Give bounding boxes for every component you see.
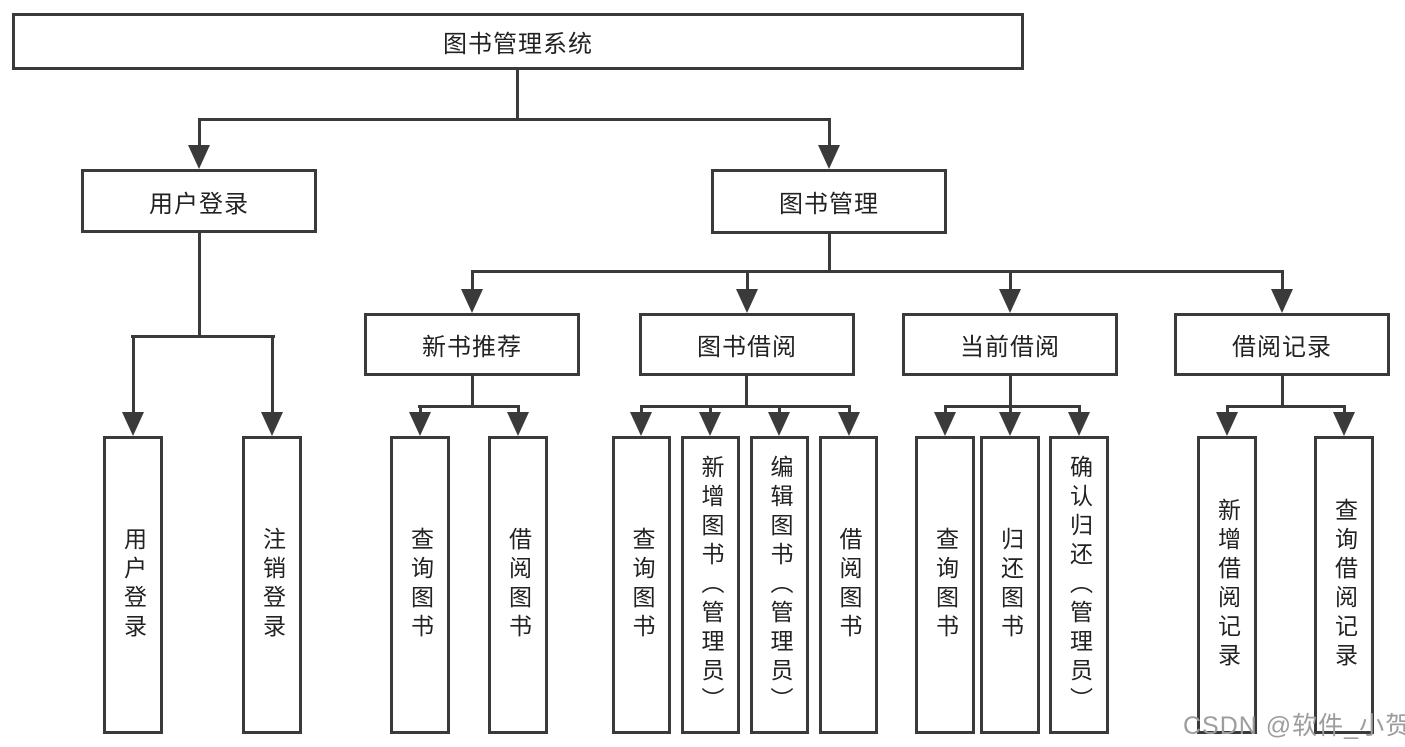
leaf-return-books: 归还图书 xyxy=(980,436,1040,734)
node-user-login: 用户登录 xyxy=(81,169,317,233)
arrowhead-leaf-login-icon xyxy=(122,412,144,436)
leaf-confirm-return-admin: 确认归还（管理员） xyxy=(1049,436,1109,734)
arrowhead-b1-icon xyxy=(409,412,431,436)
arrowhead-current-borrow-icon xyxy=(999,289,1021,313)
connector-e1-drop xyxy=(1226,405,1229,415)
arrowhead-c4-icon xyxy=(838,412,860,436)
node-book-management: 图书管理 xyxy=(711,169,947,234)
arrowhead-c1-icon xyxy=(630,412,652,436)
arrowhead-d3-icon xyxy=(1068,412,1090,436)
node-new-book-recommend: 新书推荐 xyxy=(364,313,580,376)
connector-leaf-login-drop xyxy=(132,335,135,415)
connector-current-borrow-stem xyxy=(1009,374,1012,407)
node-current-borrowing: 当前借阅 xyxy=(902,313,1118,376)
arrowhead-d2-icon xyxy=(999,412,1021,436)
arrowhead-c2-icon xyxy=(699,412,721,436)
connector-book-management-drop xyxy=(828,118,831,148)
connector-book-borrow-drop xyxy=(746,270,749,292)
leaf-query-books-current: 查询图书 xyxy=(915,436,975,734)
node-borrowing-records: 借阅记录 xyxy=(1174,313,1390,376)
arrowhead-e2-icon xyxy=(1333,412,1355,436)
watermark: CSDN @软件_小贺同学 xyxy=(1183,712,1405,740)
connector-root-stem xyxy=(516,70,519,120)
arrowhead-book-management-icon xyxy=(818,145,840,169)
connector-level3-rail xyxy=(471,270,1284,273)
connector-d3-drop xyxy=(1078,405,1081,415)
arrowhead-book-borrow-icon xyxy=(736,289,758,313)
leaf-add-borrow-record: 新增借阅记录 xyxy=(1197,436,1257,734)
connector-new-book-stem xyxy=(471,374,474,407)
leaf-logout: 注销登录 xyxy=(242,436,302,734)
leaf-edit-books-admin: 编辑图书（管理员） xyxy=(750,436,809,734)
arrowhead-leaf-logout-icon xyxy=(261,412,283,436)
connector-user-login-rail xyxy=(131,335,275,338)
connector-d1-drop xyxy=(944,405,947,415)
connector-book-management-stem xyxy=(828,234,831,273)
arrowhead-d1-icon xyxy=(934,412,956,436)
connector-e2-drop xyxy=(1343,405,1346,415)
leaf-borrow-books-recommend: 借阅图书 xyxy=(488,436,548,734)
arrowhead-b2-icon xyxy=(507,412,529,436)
connector-c3-drop xyxy=(778,405,781,415)
connector-c1-drop xyxy=(640,405,643,415)
connector-current-borrow-rail xyxy=(944,405,1081,408)
node-book-borrowing: 图书借阅 xyxy=(639,313,855,376)
connector-user-login-drop xyxy=(198,118,201,148)
leaf-query-books-recommend: 查询图书 xyxy=(390,436,450,734)
connector-c2-drop xyxy=(709,405,712,415)
node-library-management-system: 图书管理系统 xyxy=(12,13,1024,70)
arrowhead-e1-icon xyxy=(1216,412,1238,436)
connector-borrow-records-rail xyxy=(1226,405,1346,408)
leaf-query-books-borrowing: 查询图书 xyxy=(612,436,671,734)
leaf-user-login: 用户登录 xyxy=(103,436,163,734)
connector-user-login-stem xyxy=(198,233,201,338)
connector-b1-drop xyxy=(419,405,422,415)
leaf-add-books-admin: 新增图书（管理员） xyxy=(681,436,740,734)
arrowhead-new-book-icon xyxy=(461,289,483,313)
connector-level2-rail xyxy=(198,118,831,121)
arrowhead-user-login-icon xyxy=(188,145,210,169)
connector-borrow-records-drop xyxy=(1281,270,1284,292)
connector-current-borrow-drop xyxy=(1009,270,1012,292)
connector-b2-drop xyxy=(517,405,520,415)
connector-book-borrow-stem xyxy=(745,374,748,407)
leaf-borrow-books: 借阅图书 xyxy=(819,436,878,734)
connector-leaf-logout-drop xyxy=(271,335,274,415)
connector-borrow-records-stem xyxy=(1281,374,1284,407)
connector-book-borrow-rail xyxy=(640,405,851,408)
leaf-query-borrow-record: 查询借阅记录 xyxy=(1314,436,1374,734)
connector-new-book-drop xyxy=(471,270,474,292)
connector-c4-drop xyxy=(848,405,851,415)
arrowhead-borrow-records-icon xyxy=(1271,289,1293,313)
connector-new-book-rail xyxy=(418,405,520,408)
connector-d2-drop xyxy=(1009,405,1012,415)
arrowhead-c3-icon xyxy=(768,412,790,436)
